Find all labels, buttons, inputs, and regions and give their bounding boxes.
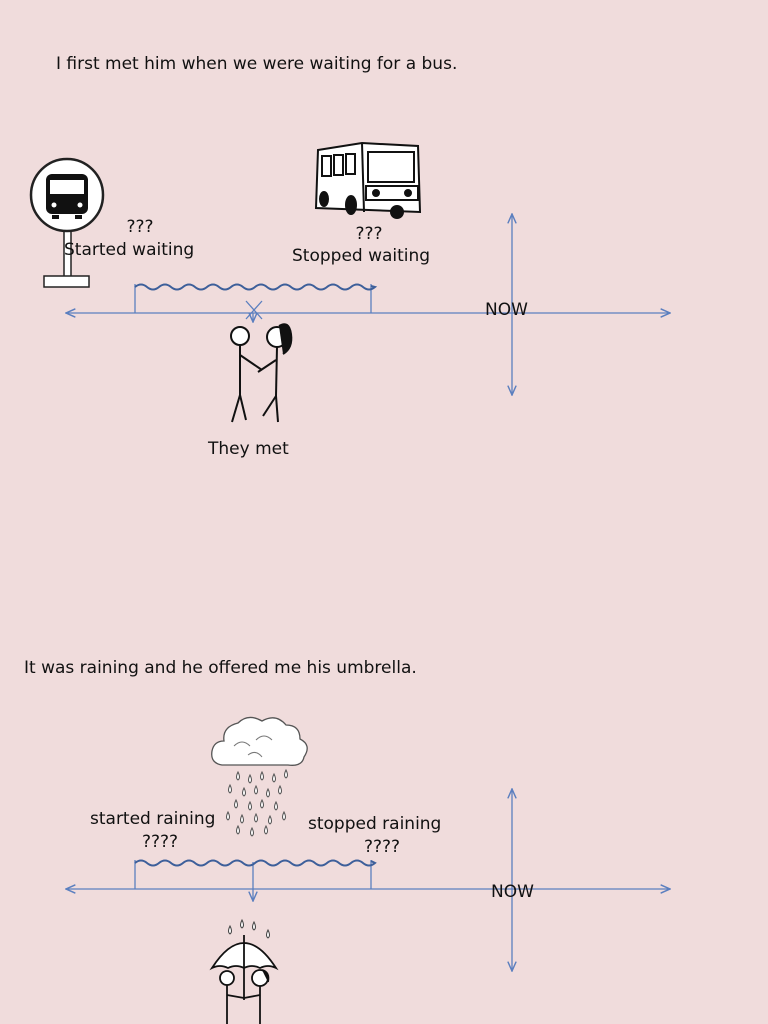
section1-sentence: I first met him when we were waiting for… bbox=[56, 54, 457, 74]
now-label-1: NOW bbox=[485, 300, 528, 320]
section2-sentence: It was raining and he offered me his umb… bbox=[24, 658, 417, 678]
start-raining-unknown: ???? bbox=[130, 832, 190, 852]
stop-raining-label: stopped raining bbox=[308, 814, 441, 834]
bus-icon bbox=[316, 143, 420, 218]
start-waiting-unknown: ??? bbox=[110, 217, 170, 237]
event-label: They met bbox=[208, 439, 289, 459]
now-label-2: NOW bbox=[491, 882, 534, 902]
stop-waiting-unknown: ??? bbox=[339, 224, 399, 244]
rain-cloud-icon bbox=[212, 717, 307, 836]
umbrella-figure-icon bbox=[212, 920, 276, 1024]
stick-figures-meeting-icon bbox=[231, 324, 291, 422]
stop-raining-unknown: ???? bbox=[352, 837, 412, 857]
start-waiting-label: Started waiting bbox=[64, 240, 194, 260]
bus-stop-sign-icon bbox=[31, 159, 103, 287]
raining-duration-wave bbox=[135, 861, 375, 866]
waiting-duration-wave bbox=[135, 285, 375, 290]
stop-waiting-label: Stopped waiting bbox=[292, 246, 430, 266]
start-raining-label: started raining bbox=[90, 809, 215, 829]
